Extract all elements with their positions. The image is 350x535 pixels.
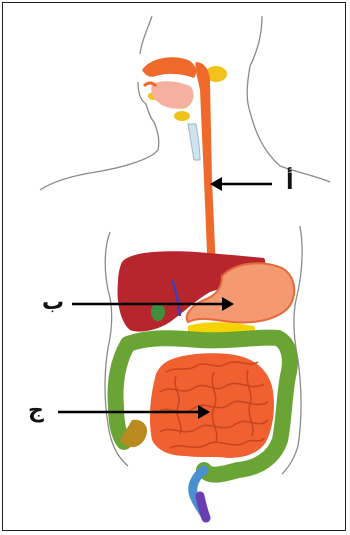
label-c: ج xyxy=(28,400,44,422)
gallbladder xyxy=(151,303,165,321)
label-a: أ xyxy=(286,172,294,194)
arrow-a xyxy=(210,177,272,191)
small-intestine xyxy=(150,353,274,458)
trachea xyxy=(188,124,200,160)
label-b: ب xyxy=(42,292,64,314)
mouth xyxy=(142,57,196,109)
